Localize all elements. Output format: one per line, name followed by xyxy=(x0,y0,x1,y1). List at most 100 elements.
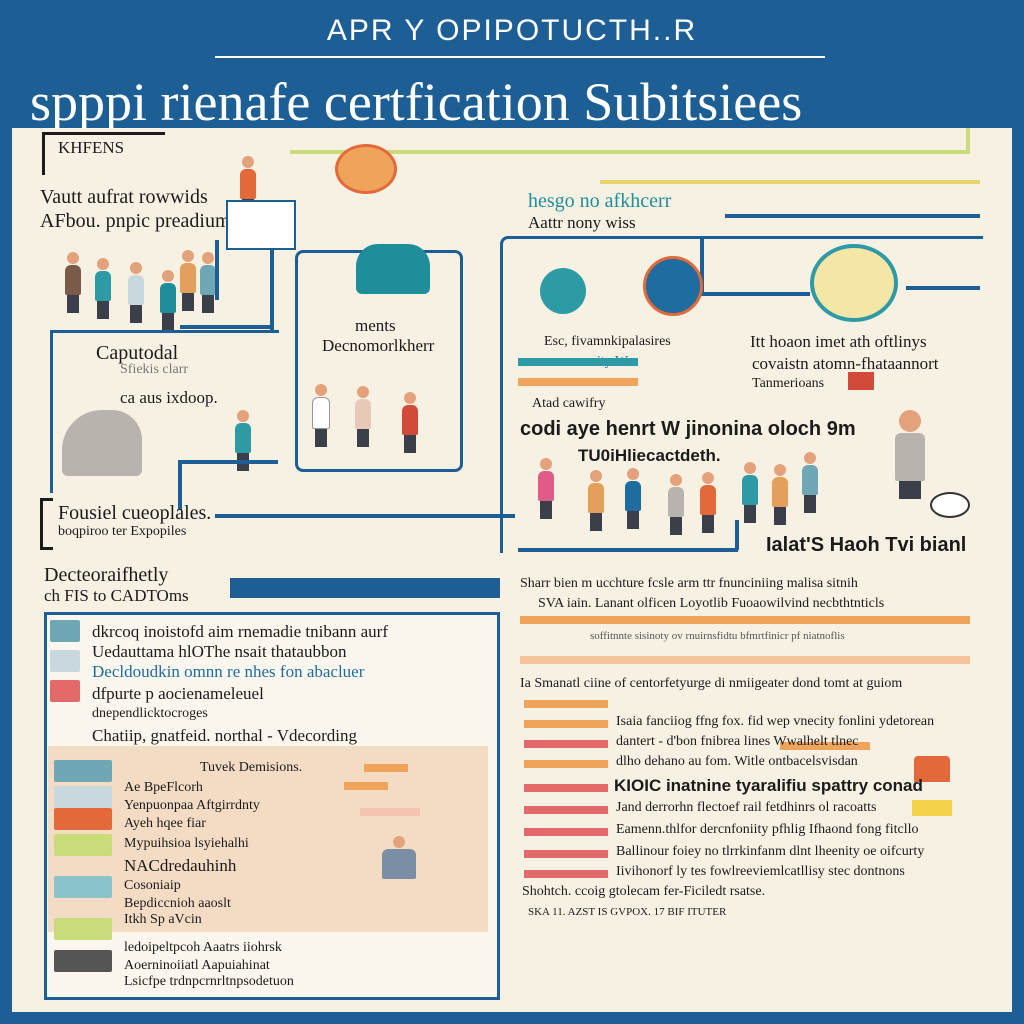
table-row: NACdredauhinh xyxy=(124,856,237,875)
section-divider xyxy=(520,616,970,624)
person-figure xyxy=(625,468,641,529)
table-thumb xyxy=(54,834,112,856)
teal-bar xyxy=(518,358,638,366)
section-right-line-1: Sharr bien m ucchture fcsle arm ttr fnun… xyxy=(520,576,858,591)
table-thumb xyxy=(54,786,112,808)
person-figure xyxy=(200,252,216,313)
right-row: Isaia fanciiog ffng fox. fid wep vnecity… xyxy=(616,714,935,729)
person-figure xyxy=(160,270,176,331)
small-card xyxy=(226,200,296,250)
table-bar xyxy=(360,808,420,816)
table-region xyxy=(48,746,488,932)
top-connector-line xyxy=(290,150,970,154)
table-row: ledoipeltpcoh Aaatrs iiohrsk xyxy=(124,940,282,955)
table-row: Tuvek Demisions. xyxy=(200,760,303,775)
table-thumb xyxy=(54,918,112,940)
right-row: Jand derrorhn flectoef rail fetdhinrs ol… xyxy=(616,800,877,815)
section-right-intro: Ia Smanatl ciine of centorfetyurge di nm… xyxy=(520,676,903,691)
top-left-heading-1: Vautt aufrat rowwids xyxy=(40,186,208,208)
table-bar xyxy=(364,764,408,772)
row-bar xyxy=(524,870,608,878)
row-bar xyxy=(524,700,608,708)
center-panel-line-1: ments xyxy=(355,316,396,335)
poster-title: spppi rienafe certfication Subitsiees xyxy=(30,72,803,132)
list-row: dkrcoq inoistofd aim rnemadie tnibann au… xyxy=(92,622,388,641)
sun-emblem-icon xyxy=(335,144,397,194)
right-panel-col1-line-1: Esc, fivamnkipalasires xyxy=(544,334,671,349)
table-row: Yenpuonpaa Aftgirrdnty xyxy=(124,798,260,813)
connector-line xyxy=(270,250,274,330)
left-panel-title: Caputodal xyxy=(96,342,179,364)
connector-line xyxy=(215,240,219,300)
person-figure xyxy=(895,410,925,499)
table-bar xyxy=(344,782,388,790)
list-row: Uedauttama hlOThe nsait thataubbon xyxy=(92,642,347,661)
right-panel-border xyxy=(500,236,983,553)
section-right-footer-1: Shohtch. ccoig gtolecam fer-Ficiledt rsa… xyxy=(522,884,766,899)
left-panel-line-2: ca aus ixdoop. xyxy=(120,388,218,407)
person-figure xyxy=(668,474,684,535)
right-row: Eamenn.thlfor dercnfoniity pfhlig Ifhaon… xyxy=(616,822,919,837)
table-row: Lsicfpe trdnpcrnrltnpsodetuon xyxy=(124,974,294,989)
right-row: Ballinour foiey no tlrrkinfanm dlnt lhee… xyxy=(616,844,925,859)
person-figure xyxy=(95,258,111,319)
right-row: KIOIC inatnine tyaralifiu spattry conad xyxy=(614,776,923,795)
person-figure xyxy=(700,472,716,533)
top-left-tag: KHFENS xyxy=(58,138,125,157)
connector-line xyxy=(178,460,182,510)
section-divider xyxy=(520,656,970,664)
orange-bar xyxy=(518,378,638,386)
connector-line xyxy=(700,292,810,296)
connector-line xyxy=(518,548,738,552)
connector-line xyxy=(178,460,278,464)
table-thumb xyxy=(54,876,112,898)
teal-arch-icon xyxy=(356,244,430,294)
list-row: Chatiip, gnatfeid. northal - Vdecording xyxy=(92,726,358,745)
list-row: dnependlicktocroges xyxy=(92,706,208,721)
top-connector-line-2 xyxy=(600,180,980,184)
row-bar xyxy=(524,850,608,858)
top-left-heading-2: AFbou. pnpic preadium xyxy=(40,210,231,232)
supertitle-rule xyxy=(215,56,825,58)
right-caption: Ialat'S Haoh Tvi bianl xyxy=(766,534,967,556)
table-row: Itkh Sp aVcin xyxy=(124,912,202,927)
caption-bracket xyxy=(40,498,53,550)
section-right-line-3: soffitnnte sisinoty ov rnuirnsfidtu bfmr… xyxy=(590,630,845,642)
right-panel-col2-line-2: covaistn atomn-fhataannort xyxy=(752,354,939,373)
right-panel-col2-line-1: Itt hoaon imet ath oftlinys xyxy=(750,332,927,351)
list-row: dfpurte p aocienameleuel xyxy=(92,684,264,703)
connector-line xyxy=(180,325,274,329)
right-panel-big-line-1: codi aye henrt W jinonina oloch 9m xyxy=(520,418,856,440)
person-figure xyxy=(802,452,818,513)
bowl-icon xyxy=(930,492,970,518)
list-thumb xyxy=(50,680,80,702)
rock-illustration xyxy=(62,410,142,476)
person-figure xyxy=(772,464,788,525)
right-row: dlho dehano au fom. Witle ontbacelsvisda… xyxy=(616,754,858,769)
person-figure xyxy=(65,252,81,313)
row-bar xyxy=(780,742,870,750)
table-row: Mypuihsioa lsyiehalhi xyxy=(124,836,249,851)
person-figure xyxy=(128,262,144,323)
red-flag-icon xyxy=(848,372,874,390)
person-figure xyxy=(382,836,416,879)
poster-supertitle: APR Y OPIPOTUCTH..R xyxy=(326,14,698,47)
row-bar xyxy=(524,828,608,836)
connector-line xyxy=(725,214,980,218)
row-bar xyxy=(912,800,952,816)
right-row: dantert - d'bon fnibrea lines Wwalhelt t… xyxy=(616,734,859,749)
person-figure xyxy=(402,392,418,453)
table-row: Ayeh hqee fiar xyxy=(124,816,206,831)
right-heading-1: hesgo no afkhcerr xyxy=(528,190,672,212)
table-row: Ae BpeFlcorh xyxy=(124,780,203,795)
right-panel-mid-line: Atad cawifry xyxy=(532,396,606,411)
right-panel-big-line-2: TU0iHliecactdeth. xyxy=(578,446,721,465)
connector-line xyxy=(735,520,739,550)
section-left-line-1: Decteoraifhetly xyxy=(44,564,169,586)
connector-line xyxy=(700,236,704,296)
right-heading-2: Aattr nony wiss xyxy=(528,213,636,232)
list-row: Decldoudkin omnn re nhes fon abacluer xyxy=(92,662,365,681)
row-bar xyxy=(524,806,608,814)
person-figure xyxy=(312,384,330,447)
person-figure xyxy=(355,386,371,447)
